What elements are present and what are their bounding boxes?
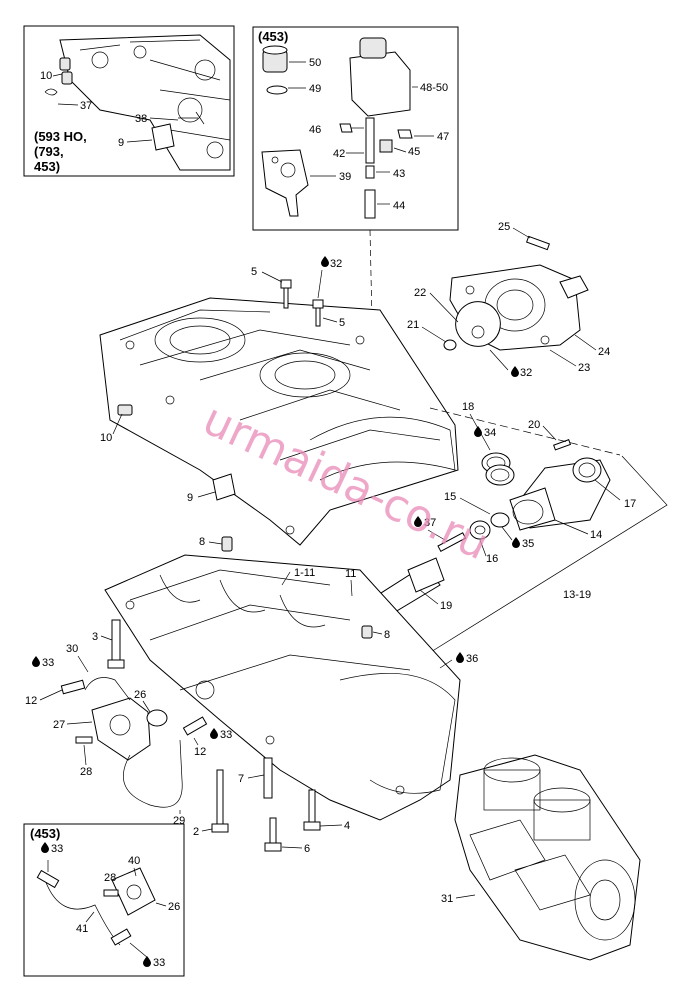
callout-23: 23 xyxy=(578,362,590,374)
callout-43: 43 xyxy=(393,168,405,180)
callout-42: 42 xyxy=(333,148,345,160)
callout-37: 37 xyxy=(424,517,436,529)
callout-36: 36 xyxy=(466,653,478,665)
inset-title-line-1: (593 HO, xyxy=(34,129,87,144)
lower-bolts xyxy=(211,757,321,852)
callout-5-right: 5 xyxy=(339,317,345,329)
callout-21: 21 xyxy=(407,319,419,331)
callout-13-19: 13-19 xyxy=(563,589,591,601)
inset-bl-callout-33a: 33 xyxy=(51,843,63,855)
callout-34: 34 xyxy=(484,427,496,439)
shaft-assembly xyxy=(342,407,668,656)
callout-28: 28 xyxy=(80,766,92,778)
callout-27: 27 xyxy=(53,719,65,731)
callout-16: 16 xyxy=(486,553,498,565)
inset-title-line-3: 453) xyxy=(34,159,60,174)
callout-5-left: 5 xyxy=(251,266,257,278)
inset-top-center: (453) 50 49 48-50 46 47 42 45 39 xyxy=(252,26,459,231)
inset-bl-callout-40: 40 xyxy=(128,855,140,867)
inset-top-left: 10 37 38 9 (593 HO, (793, 453) xyxy=(23,25,235,177)
callout-9: 9 xyxy=(187,492,193,504)
callout-2: 2 xyxy=(193,826,199,838)
callout-18: 18 xyxy=(462,401,474,413)
callout-19: 19 xyxy=(440,600,452,612)
callout-32-pump: 32 xyxy=(520,367,532,379)
callout-32-top: 32 xyxy=(330,258,342,270)
callout-4: 4 xyxy=(344,820,350,832)
oil-drop-icon xyxy=(321,256,329,267)
callout-29: 29 xyxy=(173,815,185,827)
callout-3: 3 xyxy=(92,631,98,643)
oil-pump xyxy=(60,619,208,808)
inset-bl-title: (453) xyxy=(30,826,60,841)
callout-6: 6 xyxy=(304,843,310,855)
inset-bl-callout-33b: 33 xyxy=(153,957,165,969)
inset-bl-callout-28: 28 xyxy=(104,872,116,884)
callout-26: 26 xyxy=(134,689,146,701)
oil-drop-icon xyxy=(32,656,40,667)
callout-50: 50 xyxy=(309,57,321,69)
callout-25: 25 xyxy=(498,221,510,233)
oil-drop-icon xyxy=(474,426,482,437)
callout-35: 35 xyxy=(522,538,534,550)
callout-48-50: 48-50 xyxy=(420,82,448,94)
callout-30: 30 xyxy=(66,643,78,655)
callout-33-left: 33 xyxy=(42,657,54,669)
oil-drop-icon xyxy=(41,842,49,853)
water-pump-housing xyxy=(443,235,589,351)
callout-11: 11 xyxy=(345,568,356,580)
oil-drop-icon xyxy=(456,652,464,663)
callout-12-right: 12 xyxy=(194,746,206,758)
callout-7: 7 xyxy=(238,773,244,785)
inset-callout-10: 10 xyxy=(40,70,52,82)
callout-15: 15 xyxy=(444,491,456,503)
callout-44: 44 xyxy=(393,200,405,212)
oil-drop-icons xyxy=(32,256,520,967)
engine-assembly xyxy=(454,754,641,961)
callout-20: 20 xyxy=(528,419,540,431)
callout-12-left: 12 xyxy=(25,695,37,707)
bolts-5 xyxy=(280,279,324,327)
callout-8-upper: 8 xyxy=(199,536,205,548)
callout-22: 22 xyxy=(414,287,426,299)
callout-10: 10 xyxy=(100,432,112,444)
oil-drop-icon xyxy=(512,537,520,548)
oil-drop-icon xyxy=(143,956,151,967)
oil-drop-icon xyxy=(511,366,519,377)
inset-callout-9: 9 xyxy=(118,137,124,149)
callout-24: 24 xyxy=(598,346,610,358)
callout-46: 46 xyxy=(309,124,321,136)
inset-bl-callout-41: 41 xyxy=(76,923,88,935)
callout-8-lower: 8 xyxy=(384,629,390,641)
inset-453-title: (453) xyxy=(258,29,288,44)
callout-49: 49 xyxy=(309,83,321,95)
callout-31: 31 xyxy=(441,893,453,905)
oil-drop-icon xyxy=(210,728,218,739)
oil-drop-icon xyxy=(414,516,422,527)
inset-title-line-2: (793, xyxy=(34,144,64,159)
inset-bottom-left: (453) 33 40 28 26 41 33 xyxy=(23,823,185,977)
callout-39: 39 xyxy=(339,171,351,183)
callout-47: 47 xyxy=(437,131,449,143)
callout-1-11: 1-11 xyxy=(294,567,315,579)
callouts: 25 32 5 5 22 21 24 23 32 18 20 34 10 9 1… xyxy=(25,221,636,905)
inset-callout-37: 37 xyxy=(80,100,92,112)
callout-33-right: 33 xyxy=(220,729,232,741)
callout-45: 45 xyxy=(408,146,420,158)
callout-14: 14 xyxy=(590,529,602,541)
lower-crankcase xyxy=(104,536,461,821)
inset-callout-38: 38 xyxy=(135,113,147,125)
callout-17: 17 xyxy=(624,498,636,510)
inset-bl-callout-26: 26 xyxy=(168,901,180,913)
